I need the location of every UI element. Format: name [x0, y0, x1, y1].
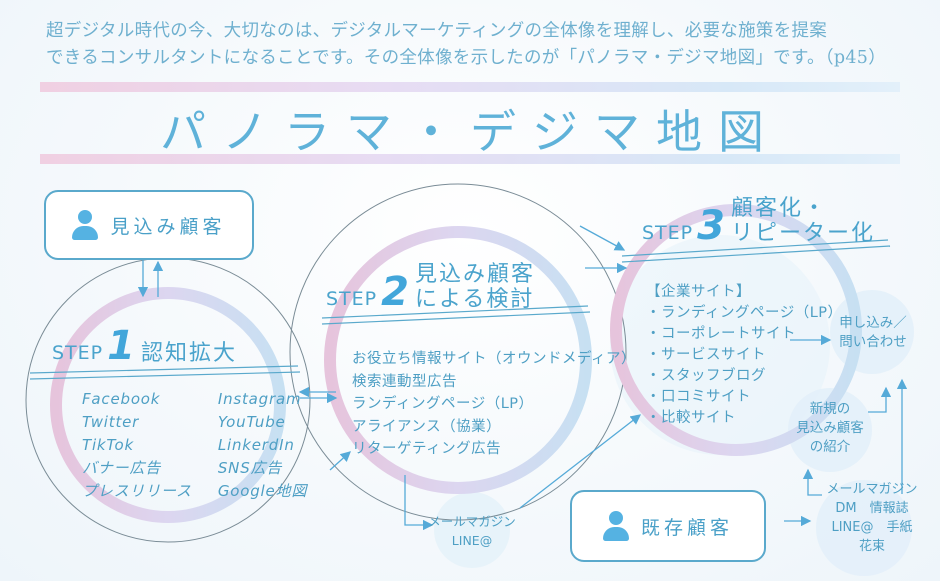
flow-arrows: [137, 225, 908, 531]
bubble-line: の紹介: [809, 439, 851, 455]
list-item: ・サービスサイト: [646, 347, 766, 363]
step1-channel-list: Facebook Twitter TikTok バナー広告 プレスリリース In…: [82, 388, 307, 503]
step1-col-2: Instagram YouTube LinkerdIn SNS広告 Google…: [218, 388, 307, 503]
step3-title-line-1: 顧客化・: [730, 196, 827, 221]
person-icon: [72, 210, 99, 240]
channel-item: SNS広告: [217, 459, 283, 477]
channel-item: Facebook: [82, 390, 161, 408]
channel-item: バナー広告: [82, 459, 162, 477]
step3-title: 顧客化・ リピーター化: [731, 196, 875, 246]
list-item: ・スタッフブログ: [646, 368, 766, 384]
mail-right-bubble: メールマガジン DM 情報誌 LINE@ 手紙 花束: [812, 480, 932, 556]
step3-title-line-2: リピーター化: [730, 221, 875, 246]
step2-title-line-2: による検討: [414, 287, 535, 312]
list-item: アライアンス（協業）: [352, 418, 502, 435]
existing-customer-box: 既存顧客: [570, 490, 766, 562]
step3-heading: STEP 3 顧客化・ リピーター化: [642, 196, 875, 246]
step2-title: 見込み顧客 による検討: [415, 262, 535, 312]
bubble-line: LINE@: [451, 533, 493, 548]
channel-item: Twitter: [82, 413, 140, 431]
list-item: 【企業サイト】: [646, 284, 751, 300]
channel-item: Google地図: [217, 482, 308, 500]
intro-line-2: できるコンサルタントになることです。その全体像を示したのが「パノラマ・デジマ地図…: [46, 48, 887, 68]
step2-heading: STEP 2 見込み顧客 による検討: [326, 262, 535, 312]
step2-number: 2: [381, 269, 409, 315]
step1-col-1: Facebook Twitter TikTok バナー広告 プレスリリース: [82, 388, 192, 503]
list-item: リターゲティング広告: [352, 441, 502, 457]
channel-item: プレスリリース: [82, 482, 192, 500]
bubble-line: DM 情報誌: [835, 501, 909, 516]
step2-title-line-1: 見込み顧客: [414, 262, 535, 287]
bubble-line: メールマガジン: [428, 514, 516, 529]
channel-item: YouTube: [217, 413, 286, 431]
bubble-line: 問い合わせ: [839, 334, 907, 350]
step1-title: 認知拡大: [140, 341, 237, 366]
bubble-line: 新規の: [809, 401, 851, 417]
step1-heading: STEP 1 認知拡大: [52, 326, 237, 366]
bubble-line: 見込み顧客: [796, 420, 864, 436]
list-item: ・口コミサイト: [646, 389, 751, 405]
step1-word: STEP: [52, 342, 104, 364]
list-item: ・コーポレートサイト: [646, 326, 796, 342]
channel-item: TikTok: [82, 436, 134, 454]
person-icon: [602, 511, 629, 541]
intro-text: 超デジタル時代の今、大切なのは、デジタルマーケティングの全体像を理解し、必要な施…: [46, 18, 906, 72]
soft-bubbles: [434, 235, 914, 576]
list-item: ・比較サイト: [646, 410, 736, 426]
step2-word: STEP: [326, 288, 378, 310]
step3-list: 【企業サイト】 ・ランディングページ（LP） ・コーポレートサイト ・サービスサ…: [646, 282, 843, 429]
referral-bubble: 新規の 見込み顧客 の紹介: [786, 400, 874, 457]
page-title: パノラマ・デジマ地図: [160, 105, 780, 159]
step1-number: 1: [107, 323, 135, 369]
step2-list: お役立ち情報サイト（オウンドメディア） 検索連動型広告 ランディングページ（LP…: [352, 348, 636, 461]
apply-inquiry-bubble: 申し込み／ 問い合わせ: [834, 314, 912, 352]
channel-item: Instagram: [217, 390, 302, 408]
list-item: 検索連動型広告: [352, 373, 457, 390]
list-item: お役立ち情報サイト（オウンドメディア）: [352, 351, 636, 367]
step-underlines: [29, 239, 891, 380]
gradient-rings: [50, 204, 862, 523]
title-bottom-rule: [40, 154, 900, 164]
existing-label: 既存顧客: [640, 516, 733, 539]
step3-word: STEP: [642, 222, 694, 244]
step3-number: 3: [697, 203, 725, 249]
title-band: パノラマ・デジマ地図: [40, 82, 900, 166]
prospect-customer-box: 見込み顧客: [44, 190, 254, 260]
title-top-rule: [40, 82, 900, 92]
bubble-line: 申し込み／: [839, 315, 907, 331]
prospect-label: 見込み顧客: [110, 215, 226, 238]
list-item: ランディングページ（LP）: [352, 396, 534, 412]
bubble-line: メールマガジン: [826, 482, 918, 497]
bubble-line: 花束: [858, 539, 885, 554]
mail-left-bubble: メールマガジン LINE@: [426, 512, 518, 550]
bubble-line: LINE@ 手紙: [831, 520, 913, 535]
intro-line-1: 超デジタル時代の今、大切なのは、デジタルマーケティングの全体像を理解し、必要な施…: [46, 21, 828, 41]
list-item: ・ランディングページ（LP）: [646, 305, 843, 321]
channel-item: LinkerdIn: [217, 436, 295, 454]
